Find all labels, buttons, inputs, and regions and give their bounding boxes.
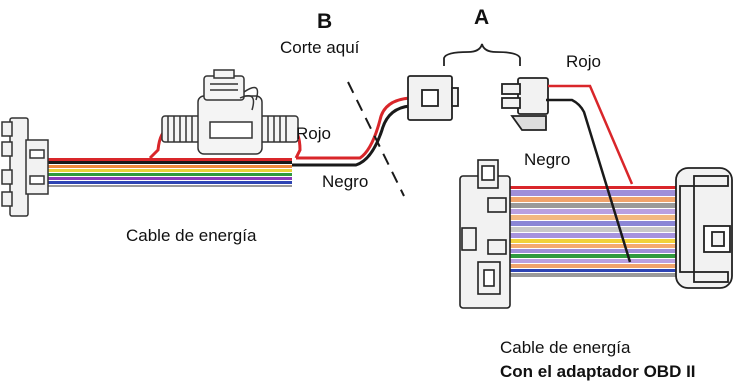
black-wire-label-left: Negro (322, 172, 369, 191)
connector-a-female (407, 75, 459, 121)
obd-adapter-label: Con el adaptador OBD II (500, 362, 696, 381)
cut-line (347, 81, 405, 197)
marker-b-label: B (317, 10, 333, 33)
obd-ii-connector-icon (675, 167, 733, 289)
cut-here-label: Corte aquí (280, 38, 360, 57)
red-wire-label-left: Rojo (296, 124, 331, 143)
left-plug (1, 117, 49, 217)
right-red-lead (548, 84, 634, 185)
black-wire-label-right: Negro (524, 150, 571, 169)
left-red-lead (296, 96, 411, 160)
left-black-lead (292, 104, 411, 167)
power-cable-label-right: Cable de energía (500, 338, 631, 357)
marker-a-label: A (474, 6, 490, 29)
right-black-lead (546, 98, 632, 263)
connector-a-male (501, 77, 549, 131)
left-cable-ribbon (44, 158, 292, 187)
a-bracket (443, 43, 521, 66)
red-wire-label-right: Rojo (566, 52, 601, 71)
left-power-cable (1, 69, 411, 217)
fuse-holder-icon (161, 69, 299, 155)
right-cable-ribbon (510, 186, 680, 277)
power-cable-label-left: Cable de energía (126, 226, 257, 245)
right-power-cable (459, 84, 733, 309)
obd-harness-plug (459, 159, 511, 309)
